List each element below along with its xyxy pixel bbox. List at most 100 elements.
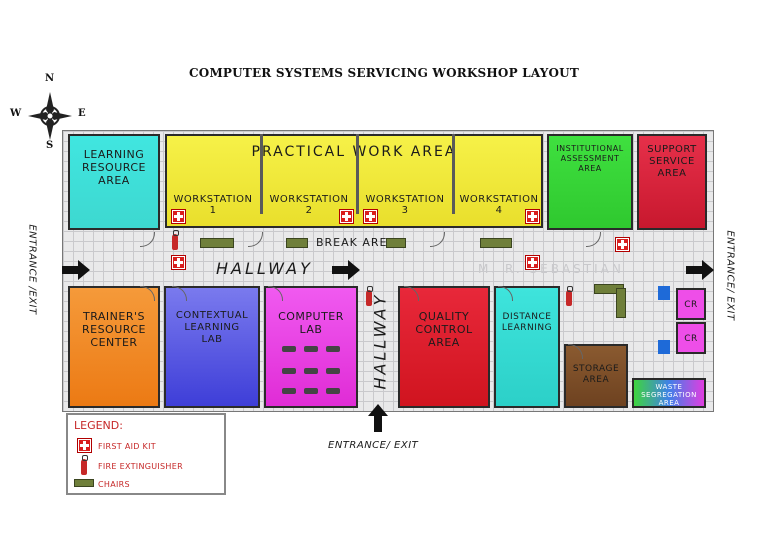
storage-line2: AREA xyxy=(582,375,610,385)
chair xyxy=(286,238,308,248)
first-aid-kit-icon xyxy=(172,210,185,223)
storage-area: STORAGE AREA xyxy=(564,344,628,408)
waste-line2: SEGREGATION xyxy=(641,391,697,399)
learning-resource-line3: AREA xyxy=(98,174,130,187)
first-aid-kit-icon xyxy=(526,256,539,269)
cr-1-label: CR xyxy=(684,300,698,310)
restroom-icon xyxy=(658,340,670,354)
chair-icon xyxy=(74,479,94,487)
watermark: M. R. SEBASTIAN xyxy=(478,262,624,276)
cr-2-label: CR xyxy=(684,334,698,344)
compass-east: E xyxy=(78,108,86,119)
partition xyxy=(356,134,359,214)
compass: N S E W xyxy=(10,72,86,152)
assessment-line2: ASSESSMENT xyxy=(560,154,620,163)
restroom-icon xyxy=(658,286,670,300)
workstation-4: WORKSTATION 4 xyxy=(456,194,542,216)
desk xyxy=(304,368,318,374)
desk xyxy=(282,388,296,394)
legend-title: LEGEND: xyxy=(74,419,123,432)
first-aid-kit-icon xyxy=(78,439,91,452)
desk xyxy=(326,346,340,352)
contextual-line3: LAB xyxy=(201,334,223,345)
fire-extinguisher-icon xyxy=(81,455,88,475)
waste-line1: WASTE xyxy=(655,383,683,391)
learning-resource-line1: LEARNING xyxy=(83,148,145,161)
partition xyxy=(260,134,263,214)
workstation-4-label: WORKSTATION xyxy=(459,194,539,205)
quality-line1: QUALITY xyxy=(418,310,470,323)
learning-resource-area: LEARNING RESOURCE AREA xyxy=(68,134,160,230)
desk xyxy=(304,388,318,394)
legend-item-first-aid: FIRST AID KIT xyxy=(98,442,156,451)
desk xyxy=(326,368,340,374)
legend-item-fire-extinguisher: FIRE EXTINGUISHER xyxy=(98,462,183,471)
support-line3: AREA xyxy=(657,168,687,179)
practical-work-area: PRACTICAL WORK AREA xyxy=(165,134,543,228)
fire-extinguisher-icon xyxy=(366,286,373,306)
entrance-bottom-label: ENTRANCE/ EXIT xyxy=(328,440,419,451)
compass-north: N xyxy=(45,73,55,84)
first-aid-kit-icon xyxy=(526,210,539,223)
support-line1: SUPPORT xyxy=(647,144,697,155)
first-aid-kit-icon xyxy=(364,210,377,223)
hallway-horizontal-label: HALLWAY xyxy=(216,259,313,278)
workstation-3-label: WORKSTATION xyxy=(365,194,445,205)
workstation-3-number: 3 xyxy=(401,205,409,216)
distance-line2: LEARNING xyxy=(501,323,553,333)
waste-segregation-area: WASTE SEGREGATION AREA xyxy=(632,378,706,408)
computer-lab-line2: LAB xyxy=(299,323,323,336)
chair xyxy=(386,238,406,248)
desk xyxy=(282,368,296,374)
trainers-line3: CENTER xyxy=(90,336,138,349)
trainers-resource-center: TRAINER'S RESOURCE CENTER xyxy=(68,286,160,408)
first-aid-kit-icon xyxy=(172,256,185,269)
entrance-arrow-right-icon xyxy=(686,260,714,280)
learning-resource-line2: RESOURCE xyxy=(81,161,146,174)
entrance-arrow-bottom-icon xyxy=(368,404,388,432)
quality-control-area: QUALITY CONTROL AREA xyxy=(398,286,490,408)
distance-learning: DISTANCE LEARNING xyxy=(494,286,560,408)
workstation-1-label: WORKSTATION xyxy=(173,194,253,205)
compass-rose-icon xyxy=(28,92,72,140)
compass-south: S xyxy=(46,140,54,151)
distance-line1: DISTANCE xyxy=(502,312,552,322)
workstation-4-number: 4 xyxy=(495,205,503,216)
partition xyxy=(452,134,455,214)
institutional-assessment-area: INSTITUTIONAL ASSESSMENT AREA xyxy=(547,134,633,230)
comfort-room-2: CR xyxy=(676,322,706,354)
first-aid-kit-icon xyxy=(340,210,353,223)
chair xyxy=(616,288,626,318)
workstation-1: WORKSTATION 1 xyxy=(168,194,258,216)
trainers-line1: TRAINER'S xyxy=(82,310,145,323)
fire-extinguisher-icon xyxy=(172,230,179,250)
waste-line3: AREA xyxy=(658,399,680,407)
compass-west: W xyxy=(10,108,22,119)
assessment-line1: INSTITUTIONAL xyxy=(556,144,624,153)
legend: LEGEND: FIRST AID KIT FIRE EXTINGUISHER … xyxy=(66,413,226,495)
support-line2: SERVICE xyxy=(649,156,695,167)
desk xyxy=(282,346,296,352)
entrance-left-label: ENTRANCE /EXIT xyxy=(26,224,38,315)
workstation-2-label: WORKSTATION xyxy=(269,194,349,205)
desk xyxy=(326,388,340,394)
legend-item-chairs: CHAIRS xyxy=(98,480,130,489)
chair xyxy=(200,238,234,248)
first-aid-kit-icon xyxy=(616,238,629,251)
workstation-3: WORKSTATION 3 xyxy=(360,194,450,216)
hallway-arrow-icon xyxy=(332,260,360,280)
chair xyxy=(480,238,512,248)
entrance-arrow-left-icon xyxy=(62,260,90,280)
trainers-line2: RESOURCE xyxy=(81,323,146,336)
practical-work-label: PRACTICAL WORK AREA xyxy=(251,144,457,160)
workstation-2-number: 2 xyxy=(305,205,313,216)
contextual-line2: LEARNING xyxy=(184,322,240,333)
diagram-title: COMPUTER SYSTEMS SERVICING WORKSHOP LAYO… xyxy=(189,66,579,80)
comfort-room-1: CR xyxy=(676,288,706,320)
contextual-learning-lab: CONTEXTUAL LEARNING LAB xyxy=(164,286,260,408)
storage-line1: STORAGE xyxy=(572,364,620,374)
workstation-2: WORKSTATION 2 xyxy=(264,194,354,216)
quality-line3: AREA xyxy=(428,336,460,349)
contextual-line1: CONTEXTUAL xyxy=(175,310,249,321)
fire-extinguisher-icon xyxy=(566,286,573,306)
